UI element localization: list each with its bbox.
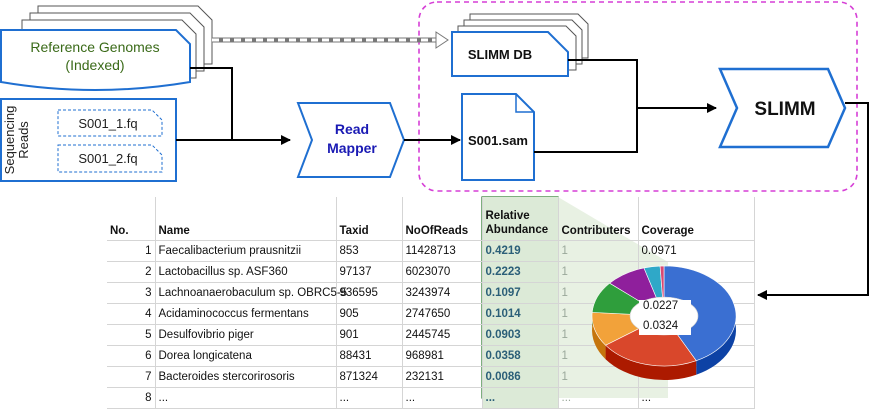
row-reads-cell: 968981 (402, 345, 483, 367)
reference-genomes-box[interactable] (0, 29, 191, 91)
row-taxid-cell: 97137 (336, 261, 403, 283)
row-taxid-cell: 88431 (336, 345, 403, 367)
row-abundance-cell: 0.2223 (482, 261, 559, 283)
reference-genomes-stack: Reference Genomes (Indexed) (0, 5, 213, 91)
fastq-file-1[interactable] (57, 109, 163, 137)
reference-genomes-sublabel: (Indexed) (65, 57, 124, 73)
row-name-cell: Acidaminococcus fermentans (155, 303, 337, 325)
row-no-cell: 2 (107, 261, 156, 283)
reference-to-mapper-line (190, 67, 233, 140)
sequencing-reads-label: Sequencing (2, 106, 17, 175)
row-no-cell: 6 (107, 345, 156, 367)
row-taxid-cell: 905 (336, 303, 403, 325)
row-no-cell: 7 (107, 366, 156, 388)
row-taxid-cell: 901 (336, 324, 403, 346)
row-abundance-cell: 0.0086 (482, 366, 559, 388)
row-abundance-cell: 0.1014 (482, 303, 559, 325)
slimm-node[interactable]: SLIMM (718, 67, 847, 149)
row-name-cell: Desulfovibrio piger (155, 324, 337, 346)
row-no-cell: 4 (107, 303, 156, 325)
row-reads-cell: 3243974 (402, 282, 483, 304)
row-reads-cell: 232131 (402, 366, 483, 388)
sequencing-reads-label-2: Reads (16, 121, 31, 159)
row-taxid-cell: 871324 (336, 366, 403, 388)
fastq-file-2-label: S001_2.fq (78, 151, 137, 166)
read-mapper-label-2: Mapper (327, 140, 377, 156)
row-abundance-cell: ... (482, 387, 559, 409)
slimm-db-box[interactable] (451, 31, 569, 77)
col-header-abundance[interactable]: Relative Abundance (482, 197, 559, 241)
row-no-cell: 5 (107, 324, 156, 346)
fastq-file-2[interactable] (57, 144, 163, 173)
row-name-cell: ... (155, 387, 337, 409)
table-row[interactable]: 8.................. (107, 387, 755, 409)
row-no-cell: 8 (107, 387, 156, 409)
row-name-cell: Dorea longicatena (155, 345, 337, 367)
slimm-to-output-line (757, 102, 869, 300)
row-coverage-cell: ... (638, 387, 755, 409)
row-taxid-cell: 936595 (336, 282, 403, 304)
row-abundance-cell: 0.0903 (482, 324, 559, 346)
table-header-row: No. Name Taxid NoOfReads Relative Abunda… (107, 197, 755, 241)
slimm-db-stack: SLIMM DB (451, 13, 589, 77)
reference-genomes-label: Reference Genomes (30, 39, 159, 55)
sequencing-reads-box: Sequencing Reads S001_1.fq S001_2.fq (0, 98, 177, 182)
db-to-slimm-line (568, 59, 638, 108)
row-taxid-cell: 853 (336, 240, 403, 262)
row-reads-cell: 2747650 (402, 303, 483, 325)
read-mapper-label: Read (335, 121, 369, 137)
row-contributers-cell: ... (558, 387, 639, 409)
row-reads-cell: 2445745 (402, 324, 483, 346)
read-mapper-node[interactable]: Read Mapper (296, 102, 406, 178)
row-abundance-cell: 0.1097 (482, 282, 559, 304)
row-name-cell: Lactobacillus sp. ASF360 (155, 261, 337, 283)
col-header-taxid[interactable]: Taxid (336, 197, 403, 241)
row-contributers-cell: 1 (558, 366, 639, 388)
col-header-no[interactable]: No. (107, 197, 156, 241)
coverage-overlay-value: 0.0227 (639, 300, 691, 315)
row-contributers-cell: 1 (558, 240, 639, 262)
row-coverage-cell: 0.0971 (638, 240, 755, 262)
slimm-region-boundary (418, 1, 858, 192)
row-no-cell: 3 (107, 282, 156, 304)
row-taxid-cell: ... (336, 387, 403, 409)
donut-slice-side (605, 345, 697, 380)
row-name-cell: Bacteroides stercorirosoris (155, 366, 337, 388)
donut-slice[interactable] (605, 315, 697, 367)
coverage-overlay-value: 0.0324 (639, 320, 691, 335)
row-name-cell: Faecalibacterium prausnitzii (155, 240, 337, 262)
col-header-name[interactable]: Name (155, 197, 337, 241)
col-header-abundance-line1: Relative (485, 210, 530, 222)
sam-to-slimm-line (534, 108, 638, 153)
row-reads-cell: ... (402, 387, 483, 409)
col-header-contributers[interactable]: Contributers (558, 197, 639, 241)
donut-slices (591, 265, 737, 367)
donut-slice-side (592, 312, 606, 360)
row-reads-cell: 6023070 (402, 261, 483, 283)
slimm-label: SLIMM (754, 99, 815, 120)
col-header-reads[interactable]: NoOfReads (402, 197, 483, 241)
row-abundance-cell: 0.4219 (482, 240, 559, 262)
row-abundance-cell: 0.0358 (482, 345, 559, 367)
fastq-file-1-label: S001_1.fq (78, 116, 137, 131)
row-name-cell: Lachnoanaerobaculum sp. OBRC5-5 (155, 282, 347, 304)
donut-slice[interactable] (663, 265, 737, 362)
col-header-abundance-line2: Abundance (485, 224, 549, 236)
slimm-db-label: SLIMM DB (468, 47, 532, 62)
sam-file-node[interactable]: S001.sam (461, 93, 535, 181)
col-header-coverage[interactable]: Coverage (638, 197, 755, 241)
sam-file-label: S001.sam (468, 133, 528, 148)
row-reads-cell: 11428713 (402, 240, 483, 262)
row-no-cell: 1 (107, 240, 156, 262)
